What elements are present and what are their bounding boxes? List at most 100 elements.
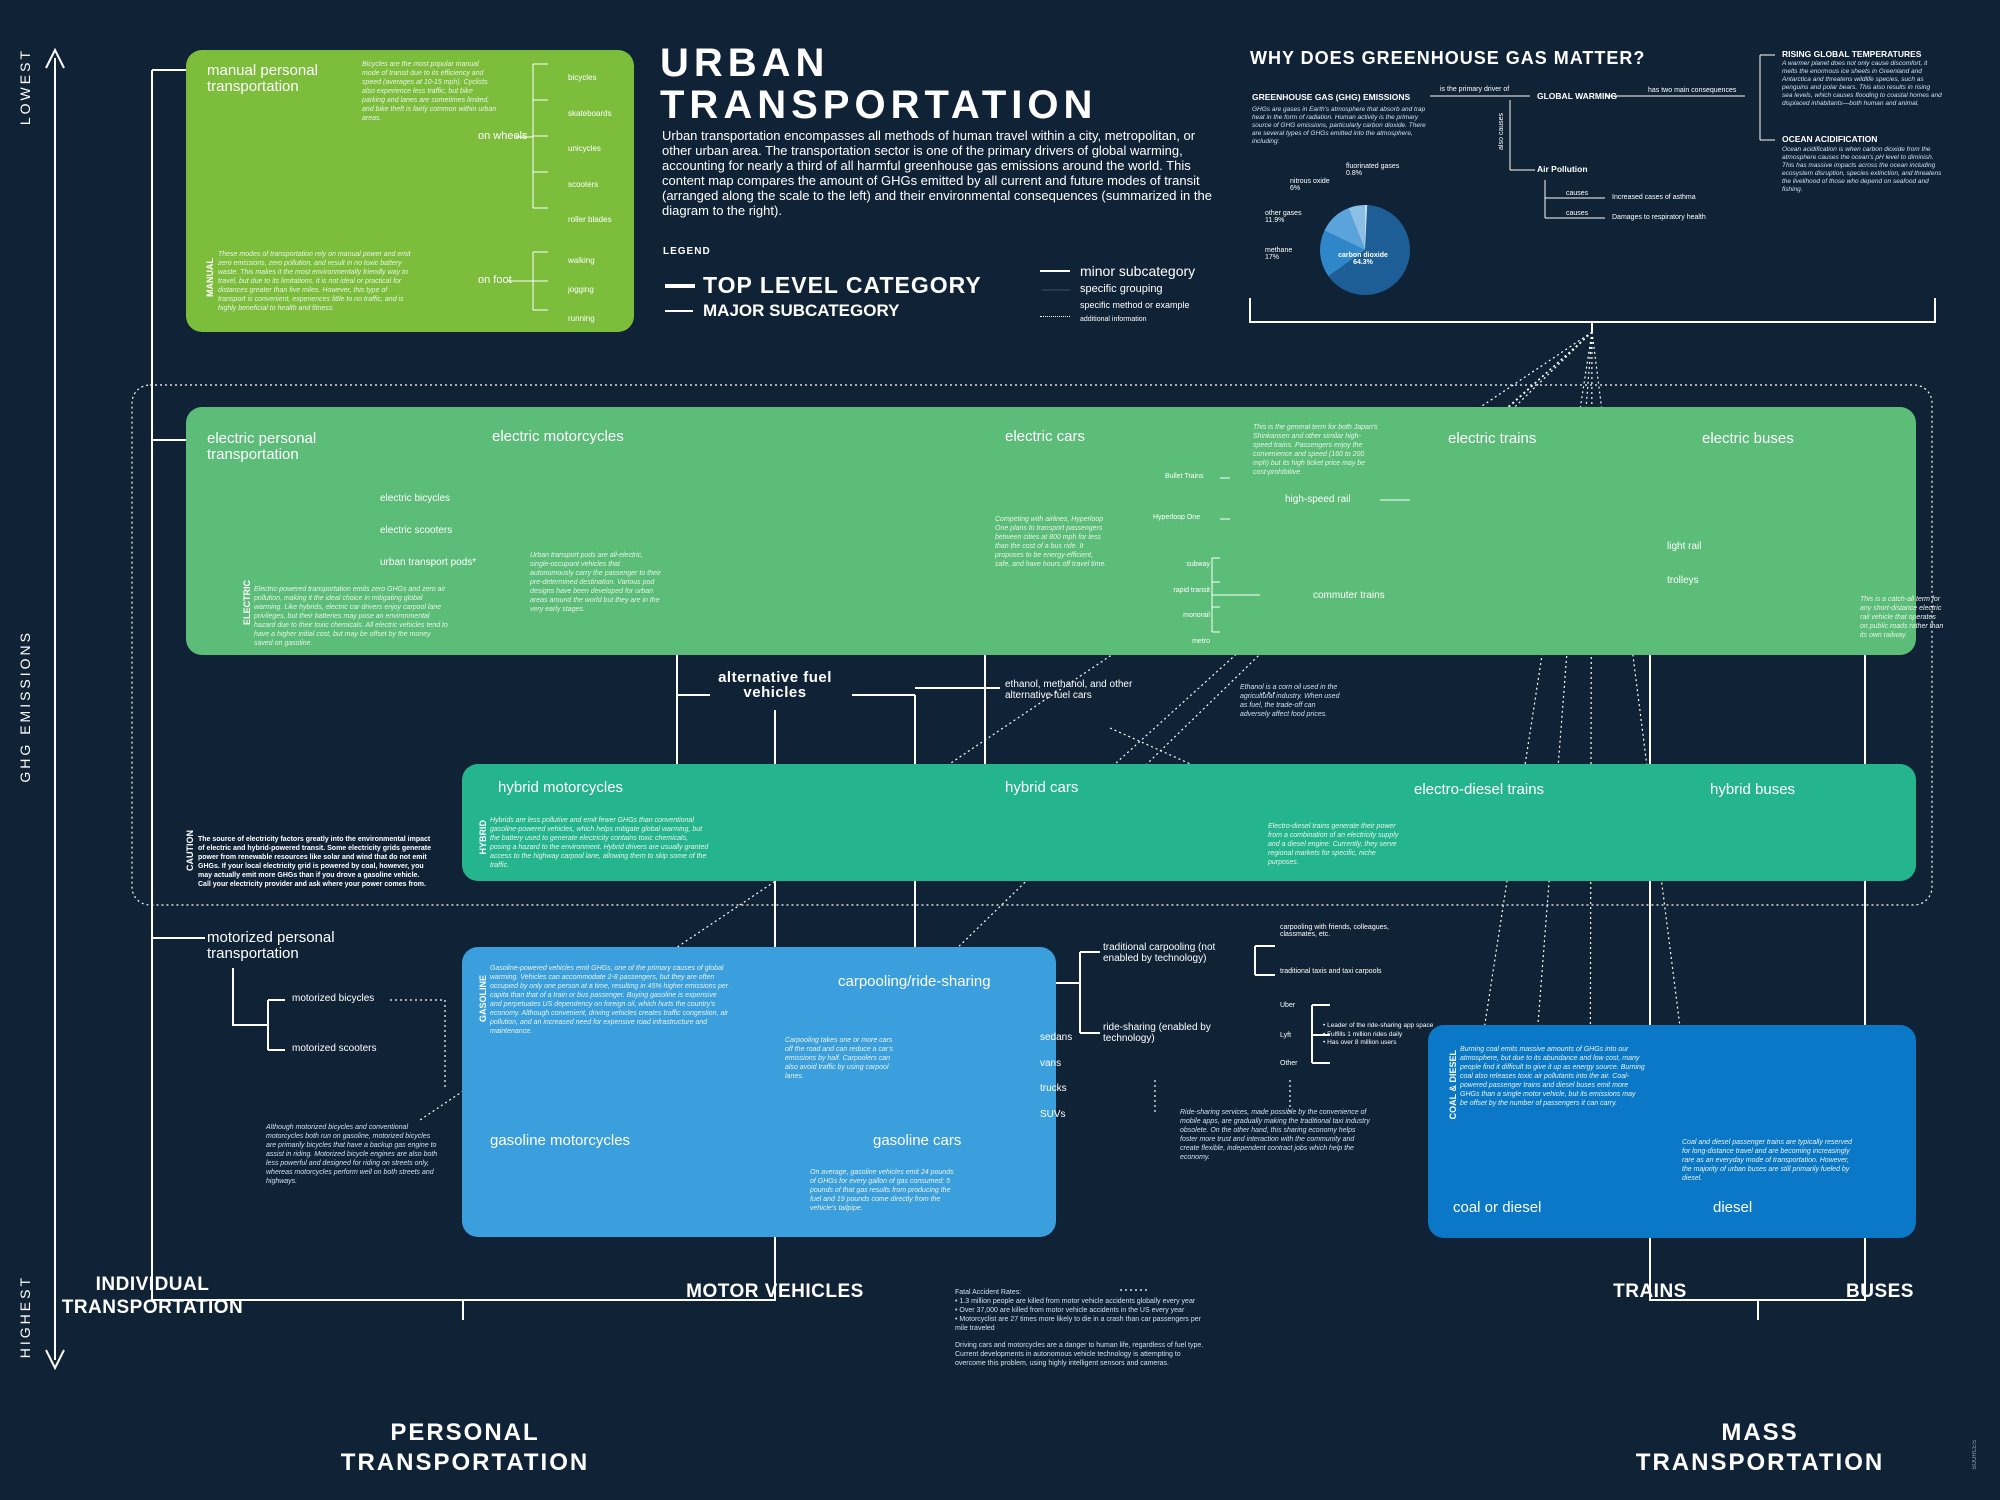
pie-label-other: other gases 11.9% <box>1265 210 1302 224</box>
legend-method: specific method or example <box>1080 300 1190 310</box>
commuter-subway: subway <box>1186 561 1210 568</box>
electric-box <box>186 407 1916 655</box>
wheels-bicycles: bicycles <box>568 73 597 82</box>
fatal-accident-block: Fatal Accident Rates: • 1.3 million peop… <box>955 1288 1205 1368</box>
pie-fluorinated-name: fluorinated gases <box>1346 163 1400 170</box>
legend-heading: LEGEND <box>663 246 711 257</box>
gasoline-motorcycles: gasoline motorcycles <box>490 1132 631 1149</box>
foot-list: walking jogging running <box>568 246 595 333</box>
fatal-fact-2: • Over 37,000 are killed from motor vehi… <box>955 1307 1185 1314</box>
legend-top-level: TOP LEVEL CATEGORY <box>703 272 982 298</box>
ride-other: Other <box>1280 1060 1298 1067</box>
bus-list: light rail trolleys <box>1667 530 1701 598</box>
bullet-trains: Bullet Trains <box>1165 473 1204 480</box>
buses-label: BUSES <box>1846 1281 1914 1302</box>
commuter-rapid-transit: rapid transit <box>1173 586 1210 594</box>
lyft-fact-2: • Fulfills 1 million rides daily <box>1323 1030 1403 1038</box>
lyft-fact-1: • Leader of the ride-sharing app space <box>1323 1022 1434 1029</box>
gasoline-box <box>462 947 1056 1237</box>
air-pollution-label: Air Pollution <box>1537 164 1588 174</box>
electric-cars: electric cars <box>1005 428 1086 445</box>
high-speed-rail: high-speed rail <box>1285 494 1351 505</box>
lyft-fact-3: • Has over 8 million users <box>1323 1039 1397 1046</box>
pie-label-fluorinated: fluorinated gases 0.8% <box>1346 163 1399 177</box>
rising-temps-label: RISING GLOBAL TEMPERATURES <box>1782 49 1922 59</box>
hybrid-cars: hybrid cars <box>1005 779 1079 796</box>
pie-label-methane: methane 17% <box>1265 247 1292 261</box>
ride-uber: Uber <box>1280 1002 1296 1009</box>
pods-note: Urban transport pods are all-electric, s… <box>530 552 661 613</box>
gasoline-cars: gasoline cars <box>873 1132 962 1149</box>
on-foot-label: on foot <box>478 274 512 286</box>
ghg-desc-text: GHGs are gases in Earth's atmosphere tha… <box>1252 106 1426 145</box>
coal-note: Coal and diesel passenger trains are typ… <box>1682 1139 1853 1182</box>
trad-item-friends: carpooling with friends, colleagues, cla… <box>1280 924 1389 938</box>
bullet-note: This is the general term for both Japan'… <box>1253 424 1378 476</box>
trad-item-taxis: traditional taxis and taxi carpools <box>1280 968 1382 975</box>
manual-desc: These modes of transportation rely on ma… <box>218 251 411 312</box>
primary-driver-label: is the primary driver of <box>1440 86 1510 93</box>
coal-side-label: COAL & DIESEL <box>1448 1050 1458 1120</box>
ocean-acid-desc: Ocean acidification is when carbon dioxi… <box>1782 146 1942 193</box>
coal-box <box>1428 1025 1916 1238</box>
gasoline-side-label: GASOLINE <box>478 975 488 1023</box>
wheels-skateboards: skateboards <box>568 108 612 118</box>
bicycle-note: Bicycles are the most popular manual mod… <box>362 61 497 122</box>
foot-jogging: jogging <box>568 285 594 294</box>
electro-diesel-note: Electro-diesel trains generate their pow… <box>1268 823 1399 866</box>
light-rail: light rail <box>1667 541 1702 552</box>
fatal-note: Driving cars and motorcycles are a dange… <box>955 1342 1204 1367</box>
wheels-scooters: scooters <box>568 179 599 189</box>
coal-desc: Burning coal emits massive amounts of GH… <box>1460 1046 1645 1107</box>
trolleys: trolleys <box>1667 575 1699 586</box>
individual-transportation: INDIVIDUAL TRANSPORTATION <box>61 1274 244 1318</box>
ethanol-note: Ethanol is a corn oil used in the agricu… <box>1240 684 1340 718</box>
causes-label-2: causes <box>1566 210 1589 217</box>
hybrid-side-label: HYBRID <box>478 820 488 855</box>
electric-personal-title: electric personal transportation <box>207 430 317 463</box>
electric-trains: electric trains <box>1448 430 1537 447</box>
pie-methane-name: methane <box>1265 247 1293 254</box>
motorized-bicycles: motorized bicycles <box>292 993 375 1004</box>
gasoline-desc: Gasoline-powered vehicles emit GHGs, one… <box>490 965 729 1035</box>
pie-label-nitrous: nitrous oxide 6% <box>1290 178 1330 192</box>
pie-nitrous-name: nitrous oxide <box>1290 178 1330 185</box>
ocean-acid-label: OCEAN ACIDIFICATION <box>1782 134 1878 144</box>
hyperloop-note: Competing with airlines, Hyperloop One p… <box>995 516 1107 568</box>
ride-lyft: Lyft <box>1280 1032 1292 1039</box>
coal-trains: coal or diesel <box>1453 1199 1542 1216</box>
fatal-fact-3: • Motorcyclist are 27 times more likely … <box>955 1316 1201 1332</box>
title-line-1: URBAN <box>660 41 830 85</box>
legend-grouping: specific grouping <box>1080 283 1163 295</box>
gasoline-cars-note: On average, gasoline vehicles emit 24 po… <box>810 1169 954 1212</box>
pie-slice-3 <box>1348 205 1365 250</box>
legend-info: additional information <box>1080 316 1147 323</box>
commuter-metro: metro <box>1192 637 1210 645</box>
wheels-unicycles: unicycles <box>568 144 601 153</box>
electric-scooters: electric scooters <box>380 525 453 536</box>
traditional-carpool: traditional carpooling (not enabled by t… <box>1103 942 1216 964</box>
car-type-sedans: sedans <box>1040 1032 1073 1043</box>
electro-diesel-trains: electro-diesel trains <box>1414 781 1545 798</box>
ghg-heading: WHY DOES GREENHOUSE GAS MATTER? <box>1250 48 1646 68</box>
page-title: URBAN TRANSPORTATION <box>660 42 1097 126</box>
alt-fuel-title: alternative fuel vehicles <box>718 669 832 701</box>
fatal-fact-1: • 1.3 million people are killed from mot… <box>955 1298 1196 1305</box>
trains-label: TRAINS <box>1613 1281 1687 1302</box>
electric-bicycles: electric bicycles <box>380 493 451 504</box>
ethanol-label: ethanol, methanol, and other alternative… <box>1005 679 1133 701</box>
pie-slice-2 <box>1324 208 1365 250</box>
fatal-heading: Fatal Accident Rates: <box>955 1289 1022 1296</box>
pie-co2-pct: 64.3% <box>1353 259 1373 266</box>
pie-fluorinated-pct: 0.8% <box>1346 170 1362 177</box>
causes-label-1: causes <box>1566 190 1589 197</box>
hybrid-motorcycles: hybrid motorcycles <box>498 779 624 796</box>
pie-other-name: other gases <box>1265 210 1302 217</box>
car-type-suvs: SUVs <box>1040 1108 1066 1120</box>
on-wheels-label: on wheels <box>478 130 528 142</box>
ghg-pie-chart <box>1320 205 1410 295</box>
car-type-trucks: trucks <box>1040 1083 1067 1094</box>
motorized-note: Although motorized bicycles and conventi… <box>266 1124 438 1185</box>
pie-label-co2: carbon dioxide 64.3% <box>1338 252 1388 266</box>
